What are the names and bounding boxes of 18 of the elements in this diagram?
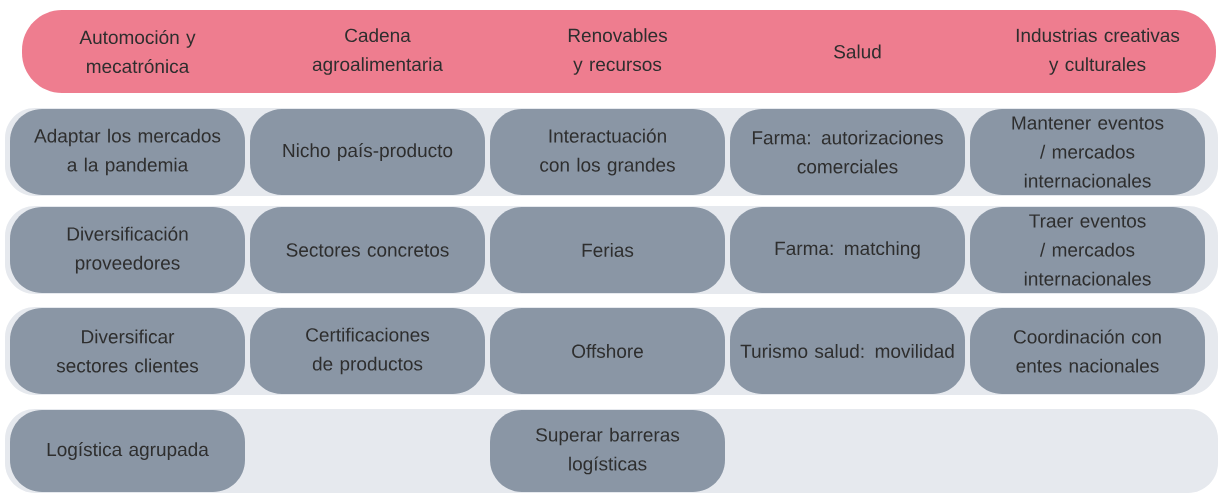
pill-box: Sectores concretos xyxy=(250,207,485,293)
pill-box: Diversificación proveedores xyxy=(10,207,245,293)
pill-box: Logística agrupada xyxy=(10,410,245,492)
pill-box: Superar barreras logísticas xyxy=(490,410,725,492)
pill-box: Turismo salud: movilidad xyxy=(730,308,965,394)
pill-box: Mantener eventos / mercados internacionales xyxy=(970,109,1205,195)
pill-box: Coordinación con entes nacionales xyxy=(970,308,1205,394)
header-band: Automoción y mecatrónica Cadena agroalimentaria Renovables y recursos Salud Industrias creativas y culturales xyxy=(22,10,1216,93)
pill-box: Ferias xyxy=(490,207,725,293)
pill-box: Interactuación con los grandes xyxy=(490,109,725,195)
pill-box: Farma: autorizaciones comerciales xyxy=(730,109,965,195)
pill-box: Certificaciones de productos xyxy=(250,308,485,394)
pill-box: Adaptar los mercados a la pandemia xyxy=(10,109,245,195)
pill-box: Offshore xyxy=(490,308,725,394)
pill-box: Traer eventos / mercados internacionales xyxy=(970,207,1205,293)
pill-box: Diversificar sectores clientes xyxy=(10,308,245,394)
pill-box: Farma: matching xyxy=(730,207,965,293)
pill-box: Nicho país-producto xyxy=(250,109,485,195)
